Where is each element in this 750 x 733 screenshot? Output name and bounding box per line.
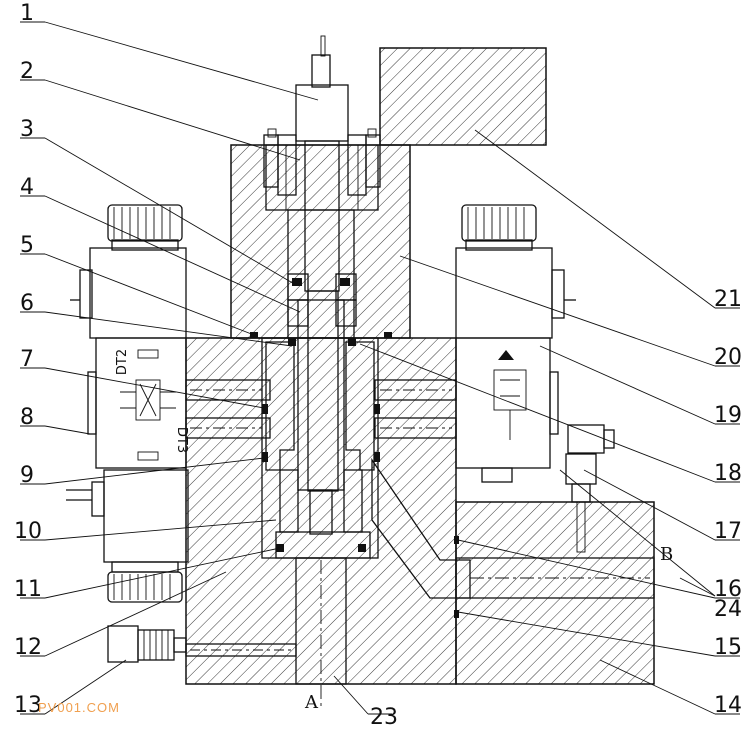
callout-6: 6 [20,291,34,316]
left-solenoid-valve: DT2 DT3 [66,204,189,603]
callout-2: 2 [20,59,34,84]
callout-14: 14 [714,693,742,718]
upper-housing [230,144,411,339]
callout-12: 12 [14,635,42,660]
main-valve-body [185,337,457,685]
callout-17: 17 [714,519,742,544]
dt3-label: DT3 [174,427,189,453]
port-b-label: B [660,544,673,565]
callout-16: 16 [714,577,742,602]
valve-stem-top [295,84,349,142]
callout-4: 4 [20,175,34,200]
callout-20: 20 [714,345,742,370]
callout-24: 24 [714,597,742,622]
callout-18: 18 [714,461,742,486]
callout-13: 13 [14,693,42,718]
watermark: PV001.COM [38,700,120,715]
dt2-label: DT2 [115,349,130,375]
callout-8: 8 [20,405,34,430]
callout-21: 21 [714,287,742,312]
port-b-channel [455,557,655,599]
right-manifold [455,501,655,685]
callout-7: 7 [20,347,34,372]
callout-9: 9 [20,463,34,488]
callout-11: 11 [14,577,42,602]
right-solenoid-valve [455,204,576,483]
callout-5: 5 [20,233,34,258]
callout-15: 15 [714,635,742,660]
callout-19: 19 [714,403,742,428]
callout-23: 23 [370,705,398,730]
callout-10: 10 [14,519,42,544]
callout-3: 3 [20,117,34,142]
callout-1: 1 [20,1,34,26]
left-pressure-sensor [107,625,187,663]
actuator-block [379,47,547,146]
leader-lines [20,21,740,715]
port-a-label: A [304,692,319,713]
